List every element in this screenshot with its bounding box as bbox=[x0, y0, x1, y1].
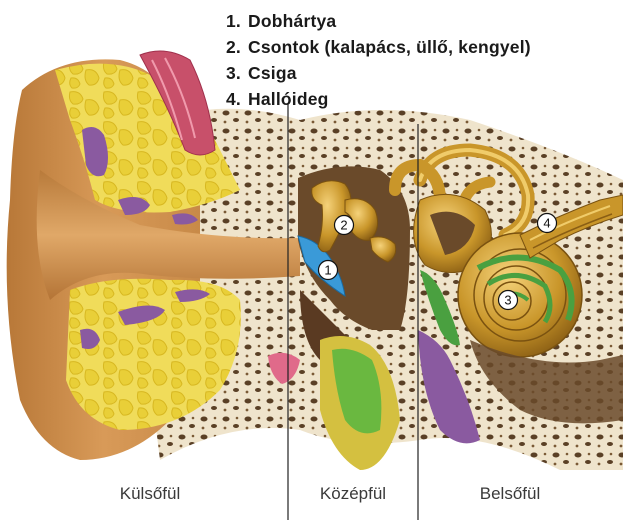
svg-text:3: 3 bbox=[504, 293, 511, 308]
svg-text:2: 2 bbox=[340, 218, 347, 233]
callout-3: 3 bbox=[499, 291, 518, 310]
callout-2: 2 bbox=[335, 216, 354, 235]
legend-item-cochlea: 3.Csiga bbox=[226, 60, 531, 86]
region-label-inner-ear: Belsőfül bbox=[480, 484, 540, 504]
region-label-outer-ear: Külsőfül bbox=[120, 484, 180, 504]
legend-number: 1. bbox=[226, 8, 248, 34]
legend-number: 2. bbox=[226, 34, 248, 60]
legend-item-ossicles: 2.Csontok (kalapács, üllő, kengyel) bbox=[226, 34, 531, 60]
legend-label: Csontok (kalapács, üllő, kengyel) bbox=[248, 37, 531, 57]
svg-text:1: 1 bbox=[324, 263, 331, 278]
legend-label: Dobhártya bbox=[248, 11, 336, 31]
cochlea bbox=[458, 233, 582, 357]
callout-1: 1 bbox=[319, 261, 338, 280]
svg-text:4: 4 bbox=[543, 216, 550, 231]
legend-item-eardrum: 1.Dobhártya bbox=[226, 8, 531, 34]
region-label-middle-ear: Középfül bbox=[320, 484, 386, 504]
callout-4: 4 bbox=[538, 214, 557, 233]
legend-number: 3. bbox=[226, 60, 248, 86]
legend: 1.Dobhártya 2.Csontok (kalapács, üllő, k… bbox=[226, 8, 531, 112]
legend-number: 4. bbox=[226, 86, 248, 112]
legend-label: Hallóideg bbox=[248, 89, 329, 109]
legend-label: Csiga bbox=[248, 63, 297, 83]
legend-item-auditory-nerve: 4.Hallóideg bbox=[226, 86, 531, 112]
